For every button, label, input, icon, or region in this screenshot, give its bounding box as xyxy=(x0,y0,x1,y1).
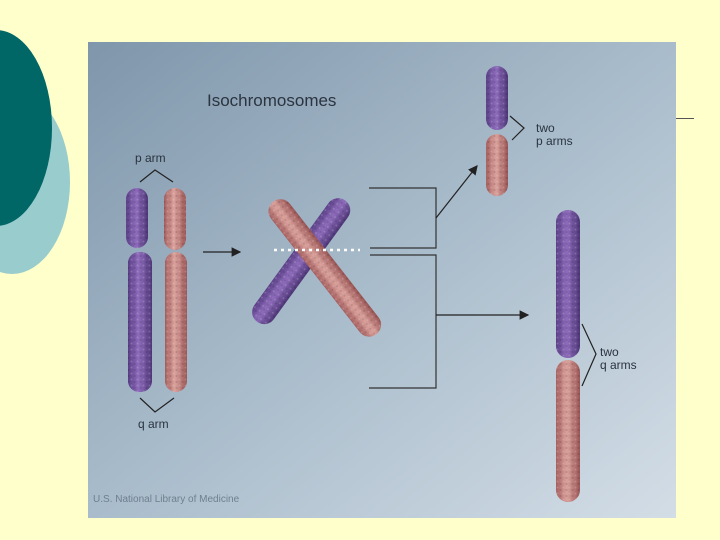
image-credit: U.S. National Library of Medicine xyxy=(93,494,239,505)
isochromosome-figure: Isochromosomes p arm q arm two p arms tw… xyxy=(88,42,676,518)
figure-title: Isochromosomes xyxy=(207,91,336,111)
slide-decoration xyxy=(0,0,100,300)
p-arm-label: p arm xyxy=(135,152,166,165)
two-q-arms-label-line2: q arms xyxy=(600,359,637,372)
q-arm-label: q arm xyxy=(138,418,169,431)
slide-rule-line xyxy=(676,118,694,119)
pink-chromatid xyxy=(164,188,187,392)
two-p-arms-label-line2: p arms xyxy=(536,135,573,148)
